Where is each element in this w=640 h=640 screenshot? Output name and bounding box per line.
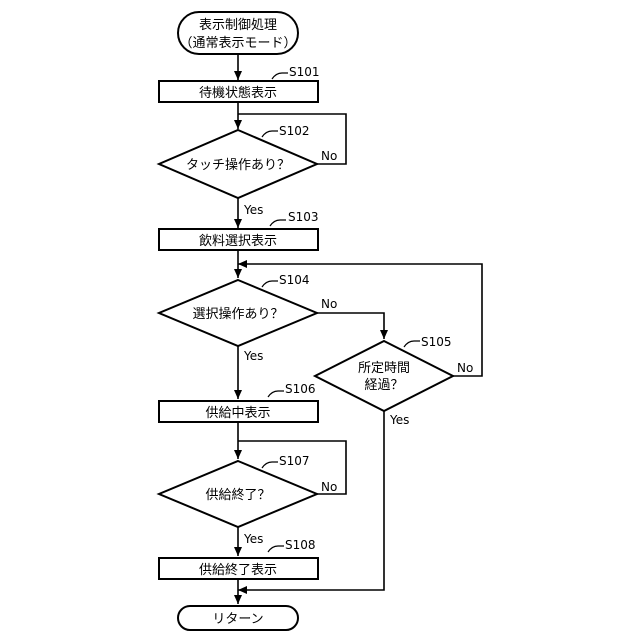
step-tick-s105 bbox=[404, 341, 420, 347]
step-label-s104: S104 bbox=[279, 273, 310, 287]
step-label-s103: S103 bbox=[288, 210, 319, 224]
decision-label-s104: 選択操作あり？ bbox=[192, 306, 283, 322]
step-tick-s107 bbox=[262, 462, 278, 468]
decision-label-s105-line2: 経過？ bbox=[364, 378, 403, 393]
branch-yes-s105: Yes bbox=[389, 413, 409, 427]
start-subtitle: （通常表示モード） bbox=[179, 36, 296, 51]
step-tick-s101 bbox=[272, 73, 288, 79]
branch-no-s104: No bbox=[321, 297, 337, 311]
branch-yes-s104: Yes bbox=[243, 349, 263, 363]
decision-label-s107: 供給終了？ bbox=[205, 487, 270, 503]
edge-s104-no bbox=[317, 313, 384, 339]
step-tick-s103 bbox=[270, 220, 286, 226]
end-label: リターン bbox=[212, 612, 263, 627]
start-title: 表示制御処理 bbox=[199, 18, 277, 33]
step-label-s105: S105 bbox=[421, 335, 452, 349]
step-label-s101: S101 bbox=[289, 65, 320, 79]
branch-yes-s107: Yes bbox=[243, 532, 263, 546]
branch-yes-s102: Yes bbox=[243, 203, 263, 217]
step-label-s102: S102 bbox=[279, 124, 310, 138]
decision-s105 bbox=[315, 341, 453, 411]
decision-label-s102: タッチ操作あり？ bbox=[186, 157, 290, 173]
branch-no-s107: No bbox=[321, 480, 337, 494]
branch-no-s105: No bbox=[457, 361, 473, 375]
step-tick-s108 bbox=[268, 546, 284, 552]
process-label-s103: 飲料選択表示 bbox=[199, 233, 277, 249]
process-label-s106: 供給中表示 bbox=[205, 406, 270, 421]
process-label-s101: 待機状態表示 bbox=[199, 85, 277, 101]
step-tick-s102 bbox=[262, 131, 278, 137]
step-label-s106: S106 bbox=[285, 382, 316, 396]
step-label-s107: S107 bbox=[279, 454, 310, 468]
branch-no-s102: No bbox=[321, 149, 337, 163]
process-label-s108: 供給終了表示 bbox=[199, 562, 277, 578]
step-tick-s106 bbox=[268, 391, 284, 397]
step-tick-s104 bbox=[262, 281, 278, 287]
decision-label-s105-line1: 所定時間 bbox=[358, 361, 410, 376]
step-label-s108: S108 bbox=[285, 538, 316, 552]
